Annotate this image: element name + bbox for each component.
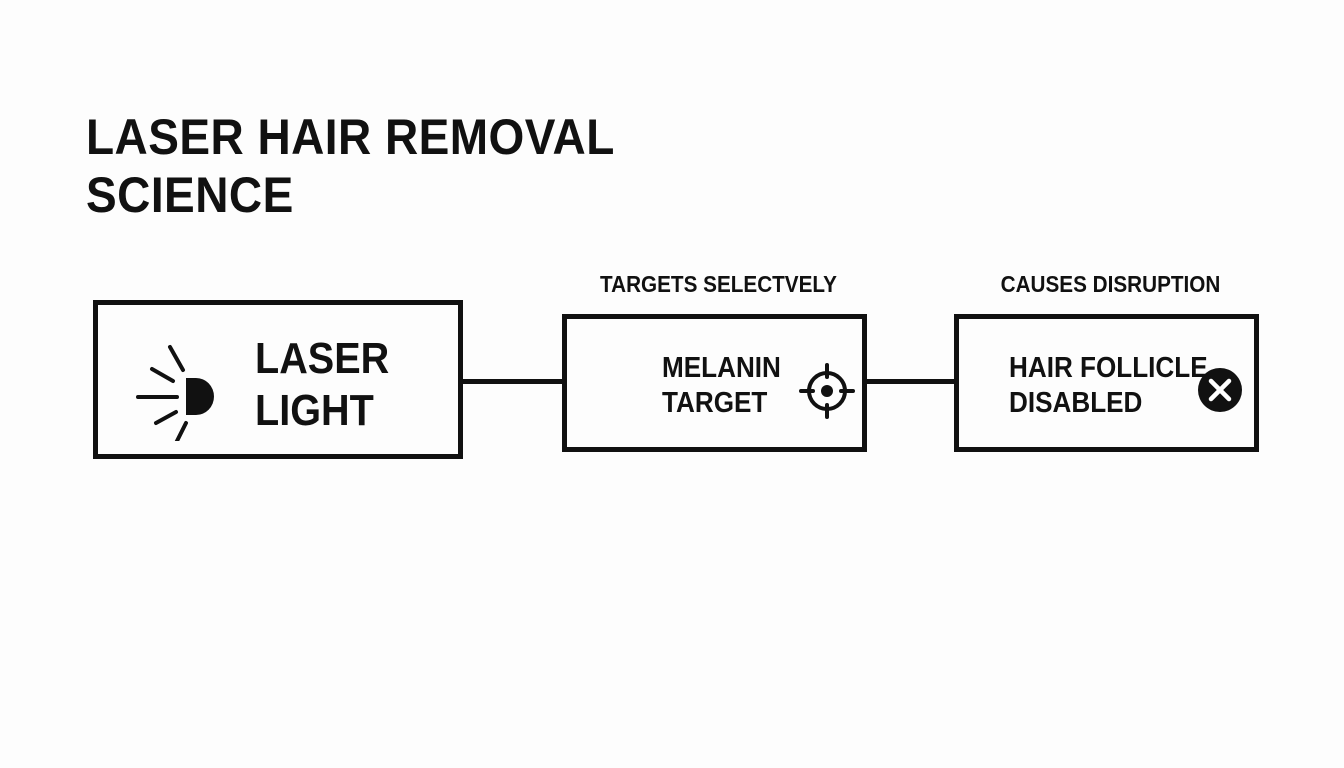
title-line-2: SCIENCE (86, 167, 294, 223)
node-melanin-label: MELANIN TARGET (662, 351, 781, 421)
edge-label-targets: TARGETS SELECTVELY (600, 271, 837, 297)
light-emitter-icon (136, 345, 214, 441)
node-laser-light: LASER LIGHT (93, 300, 463, 459)
connector-laser-melanin (463, 379, 562, 384)
edge-label-disruption: CAUSES DISRUPTION (1000, 271, 1221, 297)
node-hair-follicle: HAIR FOLLICLE DISABLED (954, 314, 1259, 452)
node-melanin-target: MELANIN TARGET (562, 314, 867, 452)
crosshair-icon (799, 363, 855, 419)
node-follicle-line-2: DISABLED (1009, 387, 1143, 419)
diagram-title: LASER HAIR REMOVAL SCIENCE (86, 108, 615, 224)
node-laser-line-2: LIGHT (255, 386, 374, 435)
x-circle-icon (1198, 368, 1242, 412)
connector-melanin-follicle (867, 379, 954, 384)
node-follicle-line-1: HAIR FOLLICLE (1009, 352, 1208, 384)
title-line-1: LASER HAIR REMOVAL (86, 109, 615, 165)
node-melanin-line-1: MELANIN (662, 352, 781, 384)
node-melanin-line-2: TARGET (662, 387, 768, 419)
node-laser-line-1: LASER (255, 334, 390, 383)
node-follicle-label: HAIR FOLLICLE DISABLED (1009, 351, 1208, 421)
node-laser-label: LASER LIGHT (255, 333, 389, 437)
